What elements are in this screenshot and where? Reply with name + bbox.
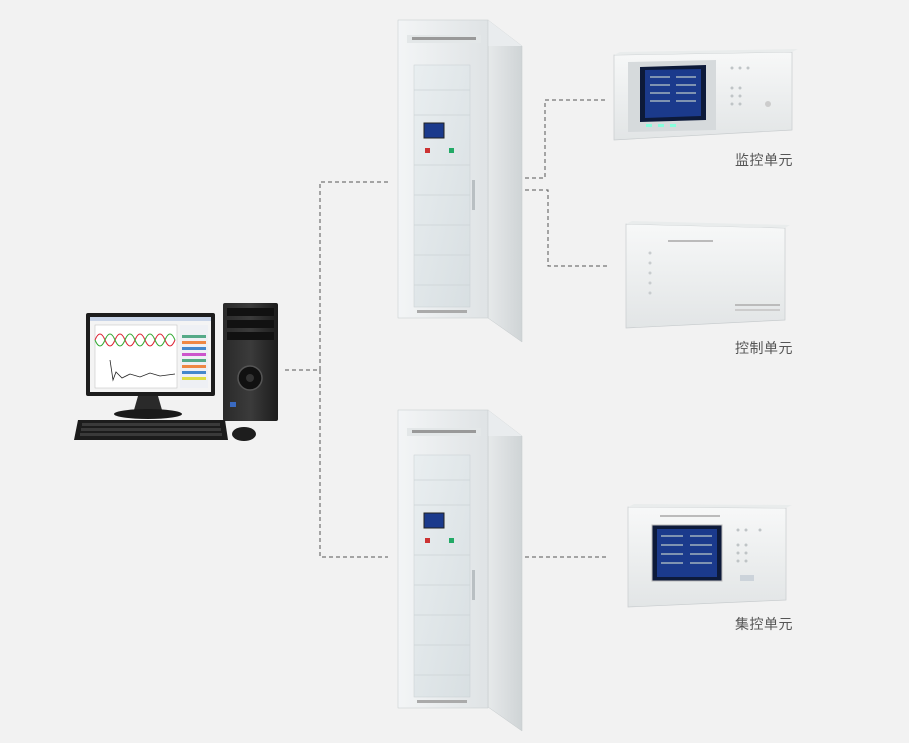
monitor (86, 313, 215, 419)
keyboard (74, 420, 228, 440)
connector-lines (285, 99, 608, 558)
connector-pc-to-cabinets (285, 181, 388, 371)
connector-cabinet-to-monitor (518, 99, 608, 179)
central-control-unit-device (627, 504, 792, 608)
monitor-unit-label: 监控单元 (735, 153, 793, 169)
control-unit-label: 控制单元 (735, 341, 793, 357)
central-unit-label: 集控单元 (735, 617, 793, 633)
computer-workstation (74, 303, 278, 441)
control-unit-device (625, 221, 790, 329)
cabinet-bottom (397, 409, 523, 732)
monitoring-unit-device (613, 49, 798, 141)
connector-cabinet-to-control (518, 189, 608, 267)
cabinet-top (397, 19, 523, 343)
pc-tower (223, 303, 278, 421)
mouse (232, 427, 256, 441)
connector-pc-to-cabinet-bottom (319, 370, 388, 558)
